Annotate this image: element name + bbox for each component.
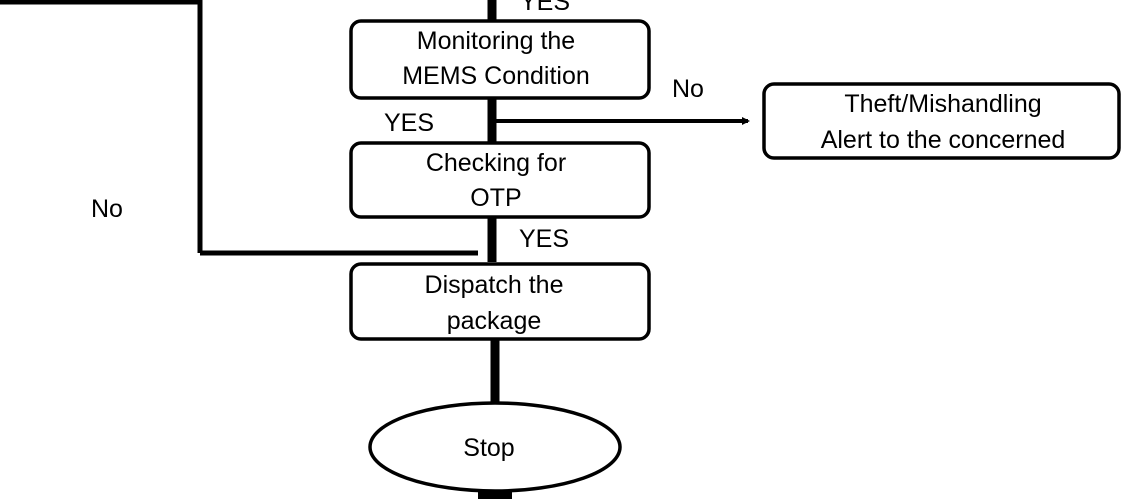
alert-label-line1: Theft/Mishandling bbox=[844, 90, 1041, 118]
connectors bbox=[0, 0, 750, 402]
edge-label-no-loop: No bbox=[91, 195, 123, 223]
alert-box: Theft/Mishandling Alert to the concerned bbox=[762, 82, 1121, 160]
monitor-label-line1: Monitoring the bbox=[417, 27, 575, 55]
stop-terminal: Stop bbox=[368, 401, 622, 493]
otp-box: Checking for OTP bbox=[349, 141, 651, 219]
edge-label-yes-after-monitor: YES bbox=[384, 109, 434, 137]
edge-label-yes-after-otp: YES bbox=[519, 225, 569, 253]
stop-label: Stop bbox=[463, 434, 514, 462]
dispatch-label-line1: Dispatch the bbox=[425, 271, 564, 299]
dispatch-box: Dispatch the package bbox=[349, 262, 651, 341]
otp-label-line1: Checking for bbox=[426, 149, 566, 177]
dispatch-label-line2: package bbox=[447, 307, 542, 335]
edge-label-yes-top: YES bbox=[520, 0, 570, 16]
stop-bottom-connector bbox=[478, 491, 512, 499]
monitor-label-line2: MEMS Condition bbox=[402, 62, 590, 90]
alert-label-line2: Alert to the concerned bbox=[821, 126, 1066, 154]
otp-label-line2: OTP bbox=[470, 184, 521, 212]
monitor-box: Monitoring the MEMS Condition bbox=[349, 19, 651, 100]
edge-label-no-to-alert: No bbox=[672, 75, 704, 103]
